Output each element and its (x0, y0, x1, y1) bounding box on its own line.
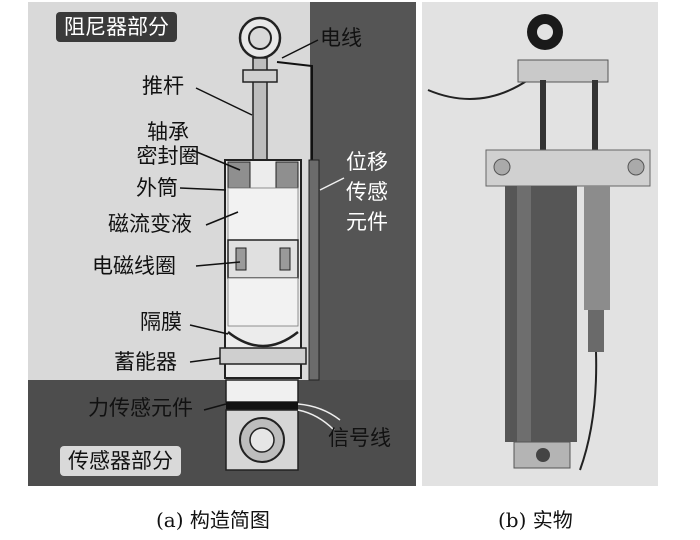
photo-signal-cable (579, 351, 598, 471)
leader-lines (179, 39, 345, 431)
leader-signal-2 (297, 409, 335, 431)
label-mr-fluid: 磁流变液 (108, 212, 192, 236)
leader-accumulator (189, 357, 221, 363)
label-outer-cylinder: 外筒 (136, 176, 178, 200)
lead-wire (427, 79, 529, 100)
label-diaphragm: 隔膜 (140, 310, 182, 334)
photo-cylinder-highlight (517, 186, 531, 442)
sensor-section-tag: 传感器部分 (60, 446, 181, 476)
force-sensor-top (225, 379, 299, 403)
coil-winding-left (235, 247, 247, 271)
sensor-base-hole-inner (249, 427, 275, 453)
photo-top-clamp (517, 59, 609, 83)
displacement-sensor-rail (308, 159, 320, 381)
caption-a: (a) 构造简图 (156, 508, 270, 532)
photo-bolt-left (493, 158, 511, 176)
photo-sensor-base-hole (536, 448, 550, 462)
mr-fluid-region (227, 187, 299, 241)
label-displacement-1: 位移 (346, 150, 388, 174)
photo-panel (422, 2, 658, 486)
label-force-sensor: 力传感元件 (88, 396, 193, 420)
photo-guide-rod-left (540, 80, 546, 162)
photo-guide-rod-right (592, 80, 598, 162)
leader-seal (191, 149, 241, 171)
leader-cylinder (179, 187, 227, 191)
coil-winding-right (279, 247, 291, 271)
wire-line (276, 61, 313, 160)
photo-eye-hole (537, 24, 553, 40)
leader-diaphragm (189, 324, 229, 335)
leader-force-sensor (203, 403, 227, 411)
leader-coil (195, 261, 241, 267)
schematic-panel (28, 2, 416, 486)
photo-cross-plate (485, 149, 651, 187)
photo-sensor-tube (584, 186, 610, 310)
accumulator-cap (219, 347, 307, 365)
lower-fluid-region (227, 277, 299, 327)
damper-section-tag: 阻尼器部分 (56, 12, 177, 42)
label-coil: 电磁线圈 (92, 254, 176, 278)
label-displacement-3: 元件 (346, 210, 388, 234)
leader-wire (281, 39, 319, 59)
leader-fluid (205, 211, 239, 226)
photo-bolt-right (627, 158, 645, 176)
leader-displacement (319, 177, 345, 191)
label-wire: 电线 (320, 26, 362, 50)
seal-block-right (275, 161, 299, 189)
photo-sensor-tail (588, 310, 604, 352)
label-seal: 密封圈 (136, 144, 200, 168)
diaphragm-shape (227, 331, 299, 348)
photo-main-cylinder (505, 186, 577, 442)
label-bearing: 轴承 (147, 120, 189, 144)
label-displacement-2: 传感 (346, 180, 388, 204)
eye-hole (248, 26, 272, 50)
label-signal-wire: 信号线 (328, 426, 391, 450)
leader-push-rod (195, 87, 253, 116)
rod-clamp (242, 69, 278, 83)
label-accumulator: 蓄能器 (114, 350, 177, 374)
caption-b: (b) 实物 (498, 508, 573, 532)
leader-signal-1 (297, 403, 341, 421)
label-push-rod: 推杆 (142, 74, 184, 98)
force-sensor-element (226, 402, 298, 410)
